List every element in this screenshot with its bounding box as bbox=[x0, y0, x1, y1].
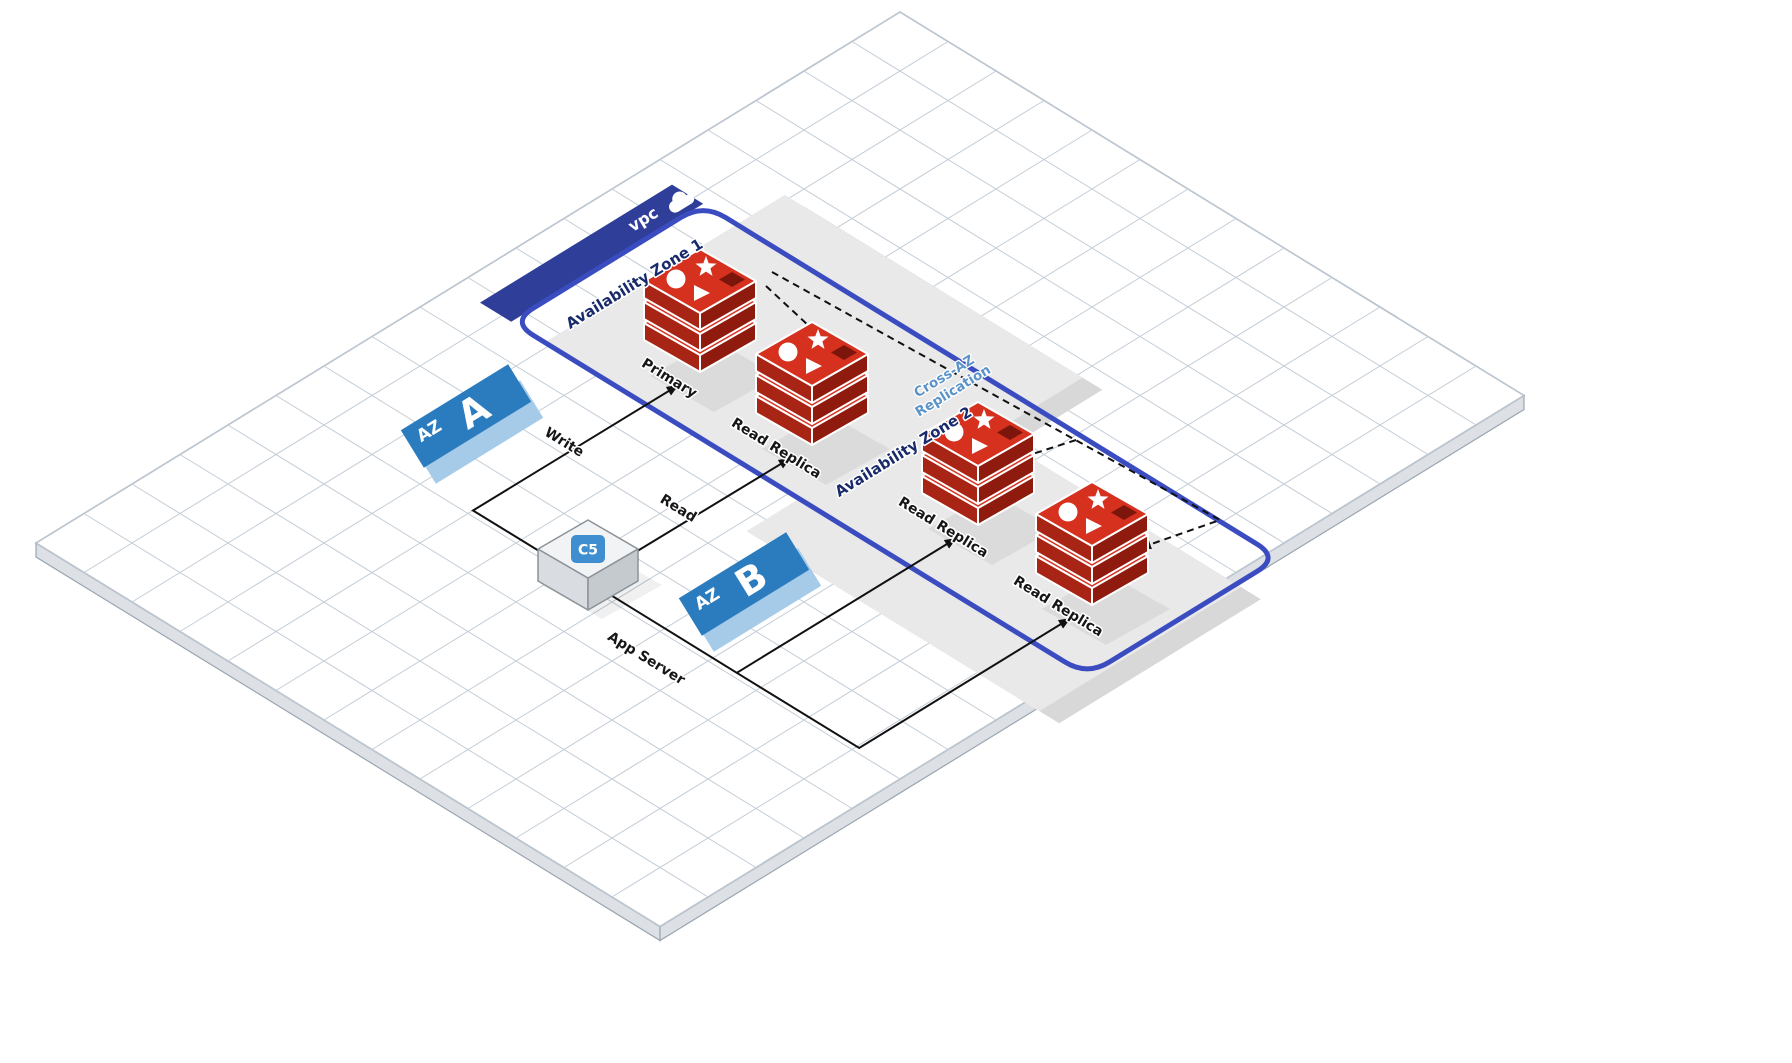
app-server-node: C5 bbox=[537, 519, 639, 611]
read-line-b2 bbox=[736, 617, 1071, 750]
c5-instance-label: C5 bbox=[578, 543, 598, 559]
vpc-boundary bbox=[519, 208, 1271, 672]
vpc-boundary-group bbox=[480, 184, 1271, 672]
nodes: C5 bbox=[537, 248, 1149, 611]
az2-band bbox=[746, 407, 1241, 712]
badges: AZ A AZ B bbox=[400, 364, 822, 652]
cloud-icon bbox=[669, 191, 695, 213]
c5-instance-badge bbox=[571, 535, 605, 563]
vpc-banner bbox=[480, 184, 704, 322]
replication-line-b2 bbox=[771, 271, 1223, 550]
